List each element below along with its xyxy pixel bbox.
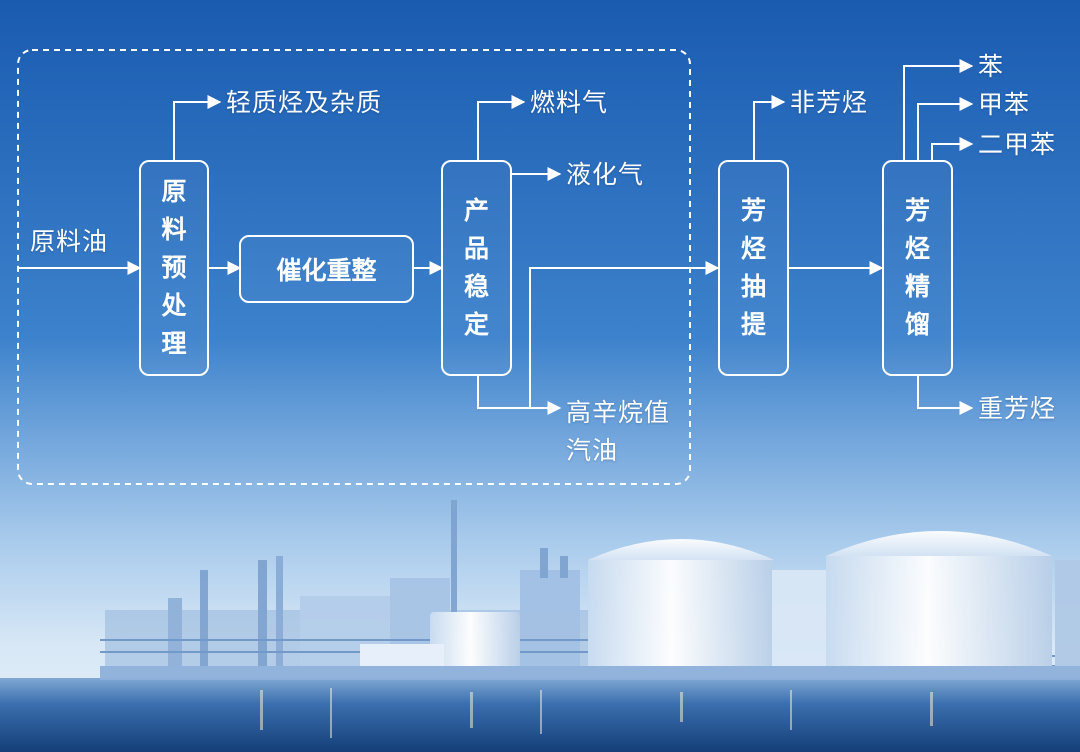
extraction-char: 提 xyxy=(740,310,766,339)
stabilization-char: 定 xyxy=(463,310,489,339)
heavy-aromatics-label: 重芳烃 xyxy=(978,394,1057,423)
benzene-label: 苯 xyxy=(978,52,1005,81)
catalytic-reforming-label: 催化重整 xyxy=(276,256,377,285)
xylene-label: 二甲苯 xyxy=(978,130,1057,159)
extraction-char: 抽 xyxy=(740,272,766,301)
aromatics-extraction-unit: 芳 烃 抽 提 xyxy=(718,160,789,376)
rectification-char: 精 xyxy=(904,272,930,301)
stabilization-unit: 产 品 稳 定 xyxy=(441,160,512,376)
aromatics-rectification-unit: 芳 烃 精 馏 xyxy=(882,160,953,376)
catalytic-reforming-unit: 催化重整 xyxy=(239,235,414,303)
non-aromatics-label: 非芳烃 xyxy=(790,88,869,117)
pretreatment-char: 理 xyxy=(161,329,187,358)
pretreatment-unit: 原 料 预 处 理 xyxy=(139,160,209,376)
lpg-label: 液化气 xyxy=(566,160,645,189)
rectification-char: 烃 xyxy=(904,234,930,263)
pretreatment-char: 预 xyxy=(161,253,187,282)
stabilization-char: 稳 xyxy=(463,272,489,301)
rectification-char: 芳 xyxy=(904,196,930,225)
pretreatment-char: 处 xyxy=(161,291,187,320)
fuel-gas-label: 燃料气 xyxy=(530,88,609,117)
toluene-label: 甲苯 xyxy=(978,90,1031,119)
stabilization-char: 产 xyxy=(463,196,489,225)
pretreatment-char: 原 xyxy=(161,177,187,206)
gasoline-line-2: 汽油 xyxy=(566,436,619,465)
extraction-char: 芳 xyxy=(740,196,766,225)
rectification-char: 馏 xyxy=(904,310,930,339)
light-hydrocarbon-label: 轻质烃及杂质 xyxy=(226,88,383,117)
refinery-plant xyxy=(100,500,1080,680)
high-octane-gasoline-label: 高辛烷值 汽油 xyxy=(566,394,670,470)
stabilization-char: 品 xyxy=(463,234,489,263)
extraction-char: 烃 xyxy=(740,234,766,263)
gasoline-line-1: 高辛烷值 xyxy=(566,398,671,427)
feed-oil-label: 原料油 xyxy=(30,227,109,256)
pretreatment-char: 料 xyxy=(161,215,187,244)
flow-arrows xyxy=(18,59,974,415)
